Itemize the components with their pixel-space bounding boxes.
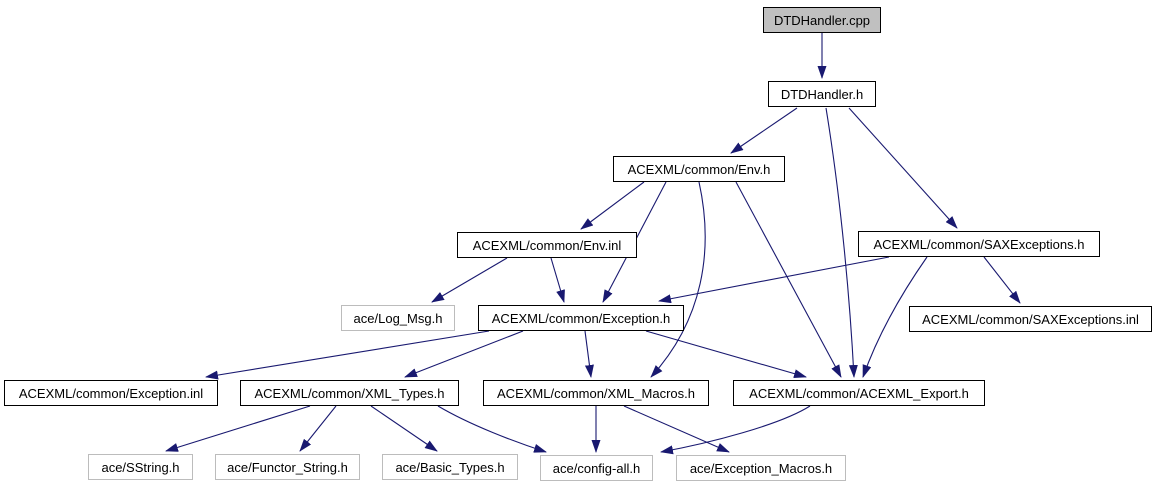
edge-exception-h-to-xml-macros-h bbox=[584, 330, 594, 378]
node-exception-inl[interactable]: ACEXML/common/Exception.inl bbox=[4, 380, 218, 406]
node-saxexceptions-h[interactable]: ACEXML/common/SAXExceptions.h bbox=[858, 231, 1100, 257]
node-exception-h[interactable]: ACEXML/common/Exception.h bbox=[478, 305, 684, 331]
edge-saxexceptions-h-to-saxexceptions-inl bbox=[983, 256, 1021, 304]
edge-acexml-export-h-to-config-all-h bbox=[660, 405, 811, 455]
node-log-msg-h: ace/Log_Msg.h bbox=[341, 305, 455, 331]
edge-env-h-to-env-inl bbox=[580, 181, 645, 230]
edge-saxexceptions-h-to-exception-h bbox=[658, 256, 890, 304]
node-xml-types-h[interactable]: ACEXML/common/XML_Types.h bbox=[240, 380, 459, 406]
node-basic-types-h: ace/Basic_Types.h bbox=[382, 454, 518, 480]
edge-xml-types-h-to-config-all-h bbox=[437, 405, 547, 453]
edge-xml-types-h-to-basic-types-h bbox=[370, 405, 438, 452]
edge-env-inl-to-log-msg-h bbox=[431, 257, 508, 303]
edge-xml-types-h-to-sstring-h bbox=[165, 405, 311, 452]
node-exception-macros-h: ace/Exception_Macros.h bbox=[676, 455, 846, 481]
edge-dtdhandler-h-to-acexml-export-h bbox=[825, 107, 858, 378]
node-dtdhandler-cpp: DTDHandler.cpp bbox=[763, 7, 881, 33]
edge-env-h-to-acexml-export-h bbox=[735, 181, 842, 378]
node-env-h[interactable]: ACEXML/common/Env.h bbox=[613, 156, 785, 182]
node-dtdhandler-h[interactable]: DTDHandler.h bbox=[768, 81, 876, 107]
edge-dtdhandler-h-to-env-h bbox=[730, 107, 798, 154]
edge-env-h-to-xml-macros-h bbox=[650, 181, 706, 378]
node-xml-macros-h[interactable]: ACEXML/common/XML_Macros.h bbox=[483, 380, 709, 406]
edge-exception-h-to-xml-types-h bbox=[404, 330, 524, 378]
edge-xml-types-h-to-functor-string-h bbox=[299, 405, 337, 452]
edge-xml-macros-h-to-exception-macros-h bbox=[623, 405, 730, 453]
node-functor-string-h: ace/Functor_String.h bbox=[215, 454, 360, 480]
edge-exception-h-to-exception-inl bbox=[205, 330, 490, 380]
edge-exception-h-to-acexml-export-h bbox=[645, 330, 807, 379]
node-acexml-export-h[interactable]: ACEXML/common/ACEXML_Export.h bbox=[733, 380, 985, 406]
edge-saxexceptions-h-to-acexml-export-h bbox=[862, 256, 928, 378]
node-config-all-h: ace/config-all.h bbox=[540, 455, 653, 481]
edge-env-inl-to-exception-h bbox=[550, 257, 565, 303]
node-env-inl[interactable]: ACEXML/common/Env.inl bbox=[457, 232, 637, 258]
node-saxexceptions-inl[interactable]: ACEXML/common/SAXExceptions.inl bbox=[909, 306, 1152, 332]
node-sstring-h: ace/SString.h bbox=[88, 454, 193, 480]
edge-dtdhandler-h-to-saxexceptions-h bbox=[848, 107, 958, 229]
